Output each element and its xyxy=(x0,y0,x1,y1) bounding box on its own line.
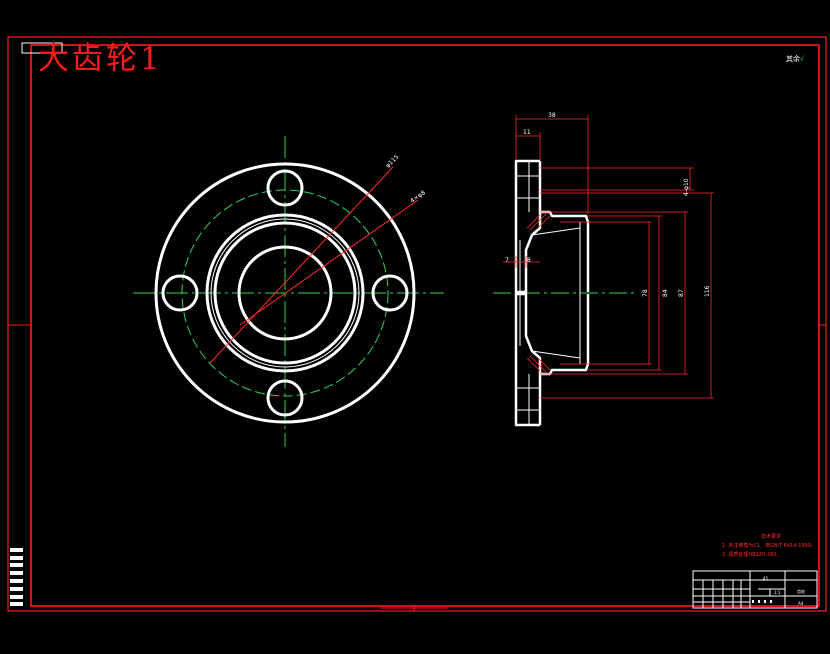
section-lower xyxy=(514,292,590,427)
side-view: 38 11 4-φ10 7 8 78 84 87 116 xyxy=(493,112,714,427)
requirement-item: 1. 未注倒角为C1，按GB/T 6414-1999。 xyxy=(722,543,816,549)
centerlines-front xyxy=(133,136,444,447)
leader-lines xyxy=(209,166,419,364)
dim-overall-length: 38 xyxy=(548,112,556,119)
dim-bore: 78 xyxy=(642,289,649,297)
bolt-hole-left xyxy=(161,274,199,312)
dim-flange-dia: 116 xyxy=(704,285,711,297)
dim-step-left: 7 xyxy=(505,257,509,264)
front-view: φ115 4×φ8 xyxy=(133,136,444,447)
technical-requirements: 技术要求 1. 未注倒角为C1，按GB/T 6414-1999。 2. 调质处理… xyxy=(722,533,816,560)
roughness-label: 其余 xyxy=(786,55,800,63)
dim-boss-dia: 87 xyxy=(678,289,685,297)
roughness-symbol-icon: √ xyxy=(800,55,805,63)
drawing-frame xyxy=(7,36,827,612)
hub-chamfer-circle xyxy=(213,221,357,365)
dim-step-right: 8 xyxy=(527,257,531,264)
requirement-item: 2. 调质处理HB220-260。 xyxy=(722,552,782,558)
dim-flange-thickness: 11 xyxy=(523,129,531,136)
bolt-hole-right xyxy=(371,274,409,312)
flange-outer-circle xyxy=(154,162,416,424)
drawing-title: 大齿轮1 xyxy=(38,41,163,77)
bolt-hole-label: 4×φ8 xyxy=(409,189,427,204)
title-block-scale: 1:1 xyxy=(774,590,781,595)
title-block-part-name: 齿轮 xyxy=(797,589,805,594)
hub-outer-circle xyxy=(205,213,365,373)
requirements-title: 技术要求 xyxy=(760,534,781,540)
title-block-material: 45 xyxy=(763,576,769,581)
bolt-hole-top xyxy=(266,169,304,207)
bolt-hole-bottom xyxy=(266,379,304,417)
bore-circle xyxy=(237,245,333,341)
side-dimensions xyxy=(503,115,714,399)
left-margin-strip xyxy=(10,548,23,606)
roughness-note: 其余√ xyxy=(786,54,804,64)
dim-hole-callout: 4-φ10 xyxy=(683,178,690,196)
title-block-sheet: A4 xyxy=(798,601,804,606)
section-hatch xyxy=(526,213,551,373)
section-upper xyxy=(514,159,590,294)
title-block xyxy=(692,570,818,609)
dim-hub-outer: 84 xyxy=(662,289,669,297)
